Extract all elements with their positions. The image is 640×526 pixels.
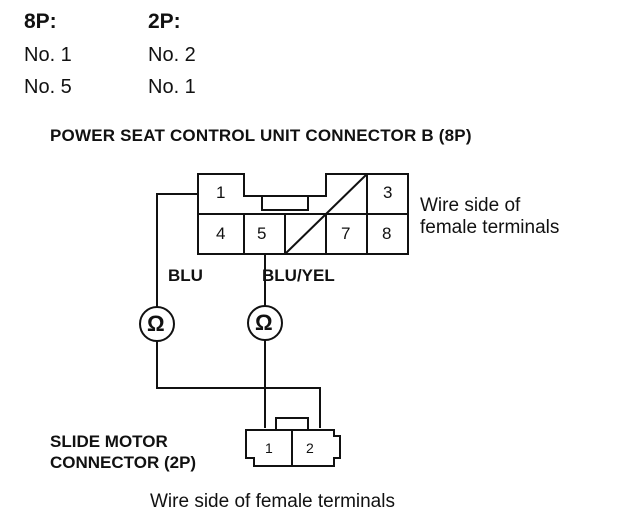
- slide-motor-label-line2: CONNECTOR (2P): [50, 453, 197, 472]
- row1-col2: No. 2: [148, 44, 196, 66]
- connector-b-note-line1: Wire side of: [420, 195, 521, 216]
- slide-motor-label-line1: SLIDE MOTOR: [50, 432, 168, 451]
- pin-7-label: 7: [341, 224, 351, 243]
- connector-b-note-line2: female terminals: [420, 217, 560, 238]
- connector-b-title: POWER SEAT CONTROL UNIT CONNECTOR B (8P): [50, 126, 472, 145]
- slide-connector-body: [245, 429, 341, 467]
- pin-3-label: 3: [383, 183, 393, 202]
- row2-col1: No. 5: [24, 76, 72, 98]
- slide-connector-latch: [275, 417, 309, 431]
- pin-5-label: 5: [257, 224, 267, 243]
- empty-cavity-diagonal: [284, 173, 368, 255]
- col2-header: 2P:: [148, 10, 181, 33]
- connector-b-body: [197, 173, 409, 255]
- pin-8-label: 8: [382, 224, 392, 243]
- wire-right-label: BLU/YEL: [262, 266, 335, 285]
- row1-col1: No. 1: [24, 44, 72, 66]
- wire-left-label: BLU: [168, 266, 203, 285]
- wire-blu: [156, 193, 198, 307]
- ohm-symbol-left: Ω: [147, 311, 165, 336]
- pin-1-label: 1: [216, 183, 226, 202]
- ohm-symbol-right: Ω: [255, 310, 273, 335]
- slide-motor-note: Wire side of female terminals: [150, 491, 395, 512]
- row2-col2: No. 1: [148, 76, 196, 98]
- slide-pin-1-label: 1: [265, 440, 273, 456]
- slide-pin-2-label: 2: [306, 440, 314, 456]
- pin-4-label: 4: [216, 224, 226, 243]
- connector-b-latch: [261, 195, 309, 211]
- col1-header: 8P:: [24, 10, 57, 33]
